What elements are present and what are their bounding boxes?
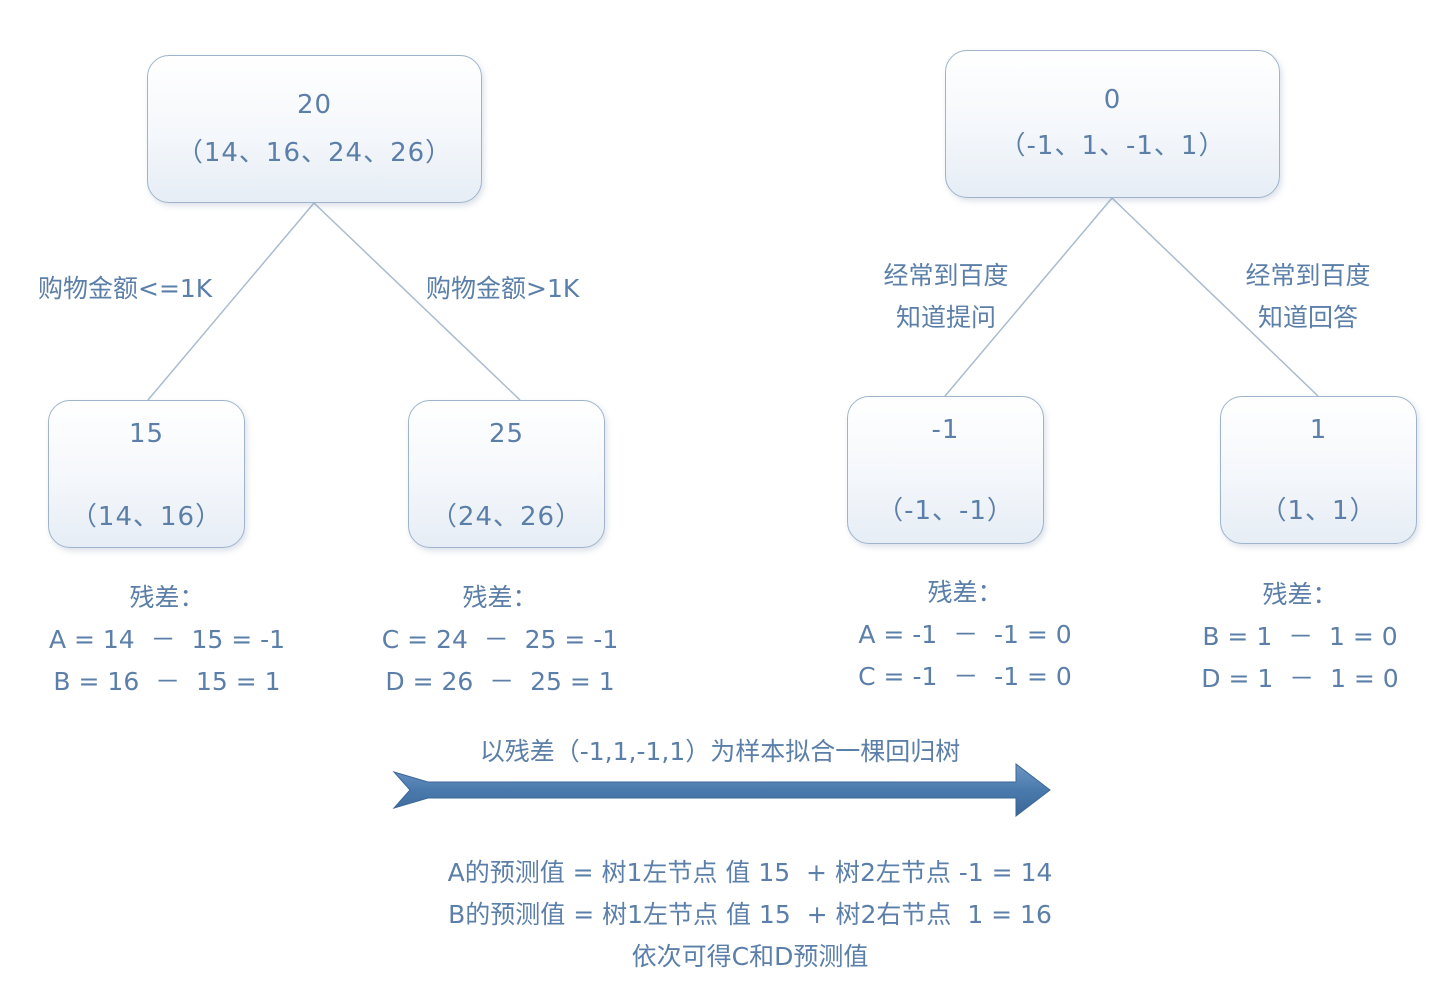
edge-label-line: 知道回答 xyxy=(1257,303,1358,332)
tree2-right-value: 1 xyxy=(1309,415,1328,445)
right-arrow xyxy=(392,762,1051,818)
tree1-right-samples: （24、26） xyxy=(430,502,583,532)
residual-line: B = 1 － 1 = 0 xyxy=(1202,622,1398,651)
tree2-right-samples: （1、1） xyxy=(1260,496,1377,526)
edge-label-line: 经常到百度 xyxy=(1245,261,1371,290)
tree1-left-edge-label: 购物金额<=1K xyxy=(38,274,213,303)
tree2-left-residuals: 残差： A = -1 － -1 = 0 C = -1 － -1 = 0 xyxy=(785,572,1145,698)
tree2-left-value: -1 xyxy=(931,415,960,445)
tree2-right-link xyxy=(1111,197,1319,397)
residuals-title: 残差： xyxy=(1262,580,1338,609)
residual-line: C = 24 － 25 = -1 xyxy=(381,625,619,654)
tree2-root-value: 0 xyxy=(1103,85,1122,115)
tree2-root-node: 0 （-1、1、-1、1） xyxy=(945,50,1280,198)
residual-line: B = 16 － 15 = 1 xyxy=(53,667,281,696)
tree1-root-node: 20 （14、16、24、26） xyxy=(147,55,482,203)
edge-label-line: 知道提问 xyxy=(895,303,996,332)
tree2-right-node: 1 （1、1） xyxy=(1220,396,1417,544)
residuals-title: 残差： xyxy=(129,583,205,612)
tree2-left-edge-label: 经常到百度 知道提问 xyxy=(866,255,1026,339)
residual-line: A = -1 － -1 = 0 xyxy=(858,620,1072,649)
tree2-left-samples: （-1、-1） xyxy=(877,496,1014,526)
residual-line: C = -1 － -1 = 0 xyxy=(858,662,1072,691)
tree1-root-value: 20 xyxy=(296,90,333,120)
tree1-left-samples: （14、16） xyxy=(70,502,223,532)
residuals-title: 残差： xyxy=(462,583,538,612)
residual-line: D = 1 － 1 = 0 xyxy=(1201,664,1399,693)
residual-line: A = 14 － 15 = -1 xyxy=(48,625,286,654)
tree1-left-residuals: 残差： A = 14 － 15 = -1 B = 16 － 15 = 1 xyxy=(0,577,347,703)
prediction-line-a: A的预测值 = 树1左节点 值 15 + 树2左节点 -1 = 14 xyxy=(447,858,1053,887)
prediction-line-b: B的预测值 = 树1左节点 值 15 + 树2右节点 1 = 16 xyxy=(448,900,1052,929)
tree1-left-node: 15 （14、16） xyxy=(48,400,245,548)
tree1-right-residuals: 残差： C = 24 － 25 = -1 D = 26 － 25 = 1 xyxy=(320,577,680,703)
tree1-right-value: 25 xyxy=(488,419,525,449)
tree2-right-edge-label: 经常到百度 知道回答 xyxy=(1228,255,1388,339)
prediction-explanation: A的预测值 = 树1左节点 值 15 + 树2左节点 -1 = 14 B的预测值… xyxy=(360,852,1140,978)
edge-label-line: 经常到百度 xyxy=(883,261,1009,290)
tree2-root-samples: （-1、1、-1、1） xyxy=(999,131,1226,161)
tree1-left-value: 15 xyxy=(128,419,165,449)
tree1-right-link xyxy=(313,202,521,401)
tree2-left-link xyxy=(944,197,1113,397)
residual-line: D = 26 － 25 = 1 xyxy=(385,667,615,696)
arrow-caption: 以残差（-1,1,-1,1）为样本拟合一棵回归树 xyxy=(479,737,961,766)
tree1-left-link xyxy=(147,202,315,401)
tree1-right-edge-label: 购物金额>1K xyxy=(426,274,580,303)
prediction-line-rest: 依次可得C和D预测值 xyxy=(631,942,869,971)
residuals-title: 残差： xyxy=(927,578,1003,607)
tree1-root-samples: （14、16、24、26） xyxy=(176,138,453,168)
tree1-right-node: 25 （24、26） xyxy=(408,400,605,548)
tree2-right-residuals: 残差： B = 1 － 1 = 0 D = 1 － 1 = 0 xyxy=(1120,574,1446,700)
tree2-left-node: -1 （-1、-1） xyxy=(847,396,1044,544)
